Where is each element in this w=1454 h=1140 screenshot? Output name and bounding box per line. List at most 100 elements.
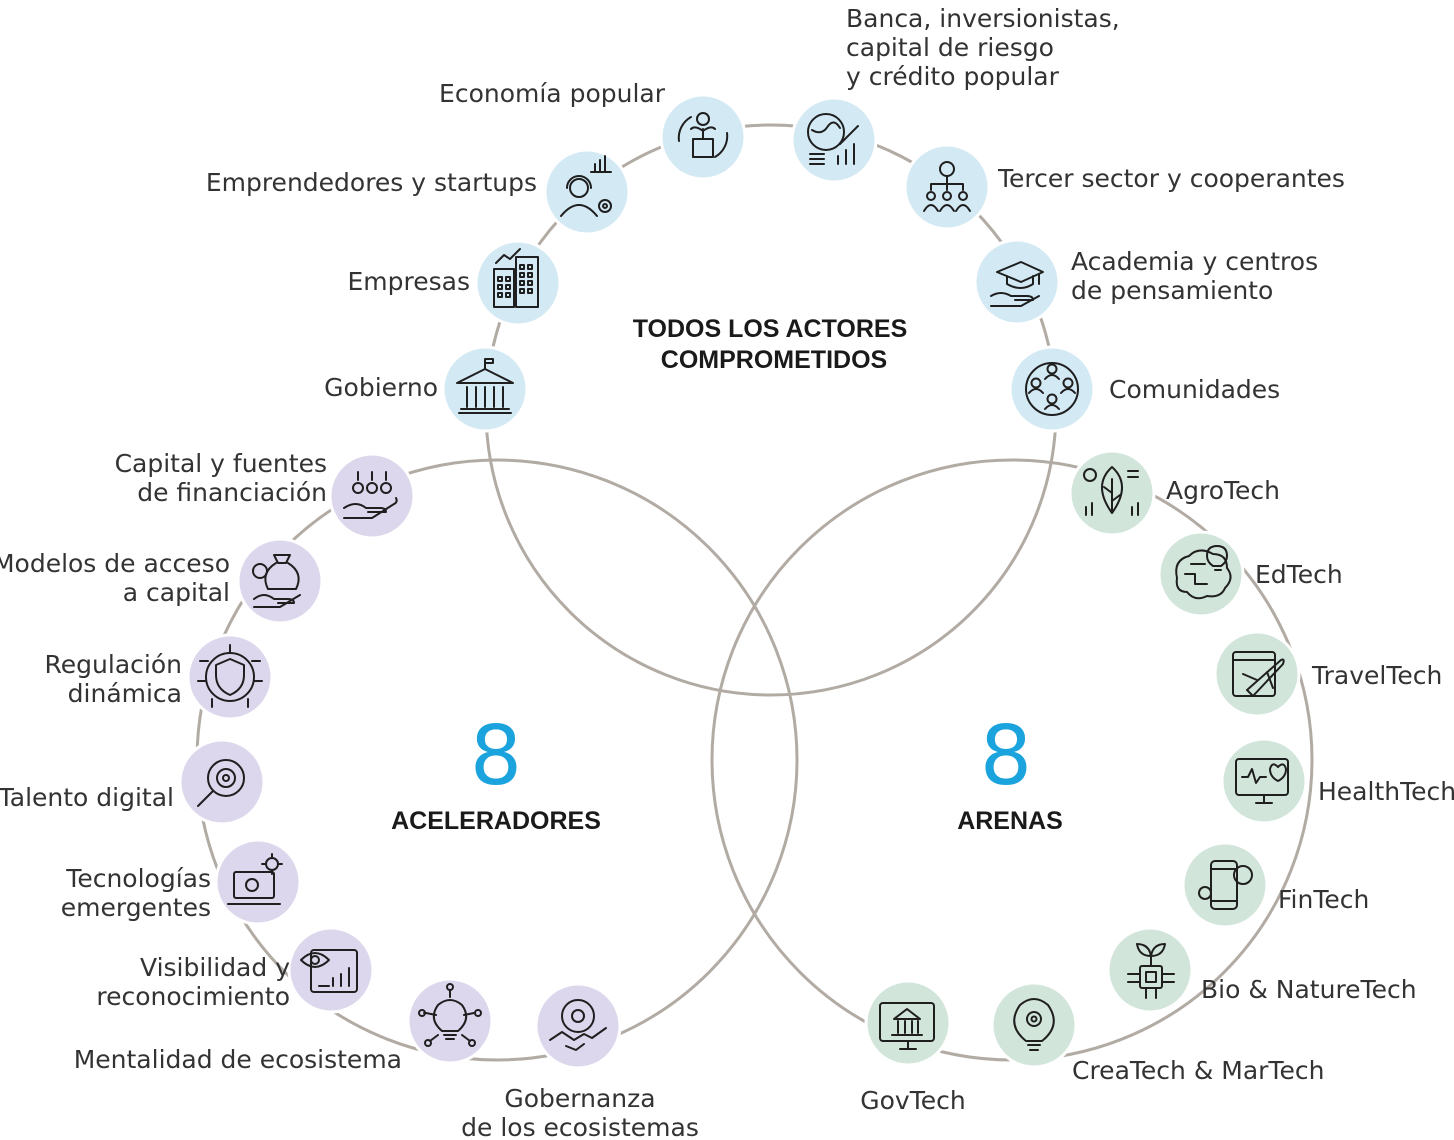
actor-label: Tercer sector y cooperantes [997, 164, 1345, 193]
arena-node-circle [1220, 737, 1308, 825]
accelerator-label-line: Visibilidad y [140, 953, 290, 982]
arena-label: CreaTech & MarTech [1072, 1056, 1324, 1085]
accelerator-label-line: reconocimiento [96, 982, 290, 1011]
arena-label: GovTech [860, 1086, 965, 1115]
actor-node: Tercer sector y cooperantes [903, 143, 1345, 231]
actor-label-line: Gobierno [324, 373, 438, 402]
accelerator-label: Talento digital [0, 783, 174, 812]
arena-label: AgroTech [1166, 476, 1280, 505]
accelerator-label-line: Regulación [45, 650, 182, 679]
arena-label: HealthTech [1318, 777, 1454, 806]
lightbulb-gear-icon [1013, 998, 1055, 1051]
accelerator-node-circle [406, 977, 494, 1065]
accelerator-node: Mentalidad de ecosistema [74, 977, 494, 1074]
chip-plant-icon [1127, 943, 1175, 999]
actor-node-circle [474, 239, 562, 327]
arena-node-circle [1106, 926, 1194, 1014]
hand-coins-icon [343, 471, 398, 519]
arena-label: Bio & NatureTech [1201, 975, 1417, 1004]
arena-label-line: FinTech [1278, 885, 1369, 914]
accelerators-heading: ACELERADORES [391, 807, 601, 835]
accelerator-node-circle [236, 537, 324, 625]
accelerator-node: Talento digital [0, 738, 266, 826]
accelerator-label-line: Capital y fuentes [115, 449, 327, 478]
lightbulb-network-icon [418, 983, 482, 1047]
actor-label-line: y crédito popular [846, 62, 1060, 91]
actor-label-line: Tercer sector y cooperantes [997, 164, 1345, 193]
actor-label-line: Academia y centros [1071, 247, 1318, 276]
graduation-cap-hand-icon [990, 261, 1044, 307]
magnifier-target-icon [197, 759, 245, 807]
arena-label-line: GovTech [860, 1086, 965, 1115]
shield-circuit-icon [197, 644, 263, 708]
arena-node: HealthTech [1220, 737, 1454, 825]
community-people-icon [1025, 362, 1079, 416]
actor-node: Emprendedores y startups [206, 148, 631, 236]
actors-heading-line1: TODOS LOS ACTORES [633, 315, 908, 343]
actor-node-circle [790, 96, 878, 184]
actor-node: Comunidades [1008, 345, 1280, 433]
accelerator-label-line: emergentes [61, 893, 211, 922]
accelerators-count: 8 [470, 709, 522, 804]
arena-label-line: EdTech [1255, 560, 1343, 589]
actor-label: Gobierno [324, 373, 438, 402]
arena-node: CreaTech & MarTech [990, 981, 1324, 1085]
actor-node: Empresas [348, 239, 562, 327]
arena-node: Bio & NatureTech [1106, 926, 1417, 1014]
handshake-gear-icon [549, 999, 607, 1051]
arena-node: TravelTech [1213, 630, 1442, 718]
laptop-gears-icon [227, 853, 283, 905]
arena-label: TravelTech [1311, 661, 1442, 690]
entrepreneur-headset-icon [560, 155, 612, 217]
accelerator-node-circle [534, 982, 622, 1070]
accelerator-label-line: dinámica [68, 679, 182, 708]
arena-label: FinTech [1278, 885, 1369, 914]
actor-label-line: capital de riesgo [846, 33, 1054, 62]
arenas-heading: ARENAS [957, 807, 1063, 835]
actor-node-circle [973, 238, 1061, 326]
actor-label-line: Economía popular [439, 79, 666, 108]
leaf-chart-icon [1083, 466, 1139, 516]
accelerator-node-circle [186, 633, 274, 721]
arena-label-line: HealthTech [1318, 777, 1454, 806]
arena-node-circle [1157, 530, 1245, 618]
arena-label-line: TravelTech [1311, 661, 1442, 690]
globe-money-growth-icon [807, 113, 859, 165]
actor-label-line: Emprendedores y startups [206, 168, 537, 197]
arena-node: GovTech [860, 979, 966, 1115]
accelerator-node-circle [287, 926, 375, 1014]
office-buildings-icon [493, 248, 539, 308]
accelerator-label-line: Mentalidad de ecosistema [74, 1045, 402, 1074]
actor-node: Gobierno [324, 345, 529, 433]
accelerator-label-line: Tecnologías [65, 864, 211, 893]
arena-node: AgroTech [1068, 449, 1280, 537]
arena-node-circle [1181, 841, 1269, 929]
actor-label: Emprendedores y startups [206, 168, 537, 197]
actors-heading-line2: COMPROMETIDOS [661, 346, 887, 374]
team-hierarchy-icon [923, 161, 971, 212]
arena-node: EdTech [1157, 530, 1343, 618]
airplane-screen-icon [1232, 651, 1285, 697]
eye-dashboard-icon [300, 949, 358, 993]
plant-money-cycle-icon [677, 112, 729, 158]
brain-lightbulb-icon [1175, 545, 1232, 600]
actor-node-circle [1008, 345, 1096, 433]
accelerator-label-line: Gobernanza [504, 1084, 655, 1113]
arena-label-line: AgroTech [1166, 476, 1280, 505]
accelerator-node-circle [328, 452, 416, 540]
arena-node: FinTech [1181, 841, 1369, 929]
arena-label-line: CreaTech & MarTech [1072, 1056, 1324, 1085]
arena-label-line: Bio & NatureTech [1201, 975, 1417, 1004]
accelerator-label-line: Modelos de acceso [0, 549, 230, 578]
